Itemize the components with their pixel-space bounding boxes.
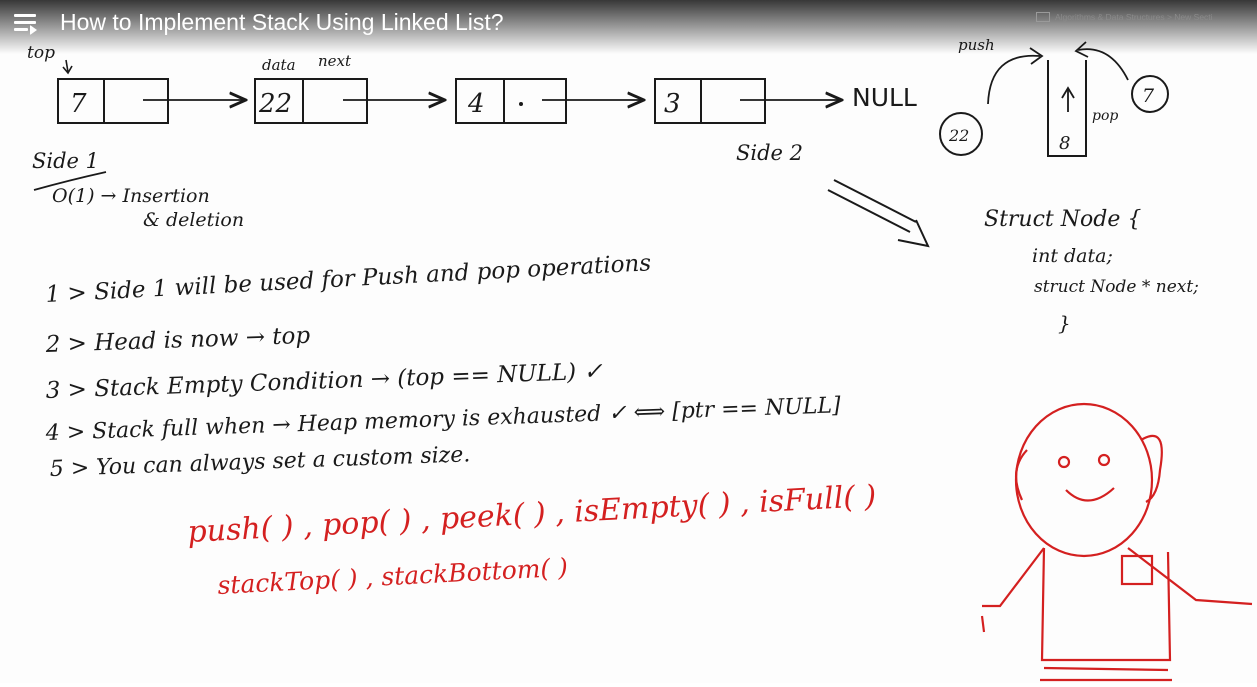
struct-node-code: Struct Node { int data; struct Node * ne… [984,207,1199,335]
mini-stack-diagram: push 8 pop 22 7 [939,36,1169,157]
note-item: 4 > Stack full when → Heap memory is exh… [44,393,841,446]
breadcrumb-text: Algorithms & Data Structures > New Secti [1055,12,1213,22]
note-item: 3 > Stack Empty Condition → (top == NULL… [45,359,603,404]
side-2-label: Side 2 [736,141,803,165]
left-circle-value: 22 [948,126,969,145]
node-data-value: 3 [664,89,681,119]
video-title-bar: How to Implement Stack Using Linked List… [0,0,1257,54]
folder-icon [1036,12,1050,22]
struct-line: Struct Node { [984,207,1141,232]
complexity-line-2: & deletion [143,209,244,231]
pointer-arrow-to-struct [827,179,930,248]
doodle-character [980,402,1253,682]
pop-label: pop [1092,108,1118,124]
linked-list-node: 22 [254,78,368,124]
complexity-line-1: O(1) → Insertion [52,185,210,207]
next-field-label: next [318,52,352,70]
node-data-value: 4 [467,89,485,119]
functions-line-1: push( ) , pop( ) , peek( ) , isEmpty( ) … [187,479,878,550]
data-field-label: data [262,56,296,74]
side-1-underline [33,171,107,191]
node-data-value: 7 [70,89,87,119]
stack-value: 8 [1059,133,1070,154]
note-item: 5 > You can always set a custom size. [49,442,470,482]
functions-line-2: stackTop( ) , stackBottom( ) [217,553,569,600]
null-label: NULL [852,83,917,112]
struct-line: int data; [1032,245,1113,267]
side-1-label: Side 1 [32,149,99,173]
video-title[interactable]: How to Implement Stack Using Linked List… [60,9,504,35]
note-item: 1 > Side 1 will be used for Push and pop… [45,250,652,308]
hamburger-playlist-icon[interactable] [14,14,40,36]
note-item: 2 > Head is now → top [44,323,310,358]
linked-list-node: 3 [654,78,766,124]
linked-list-node: 4 [455,78,567,124]
right-circle-value: 7 [1142,85,1155,107]
struct-line: } [1058,311,1071,335]
notes-list: 1 > Side 1 will be used for Push and pop… [44,250,841,482]
node-data-value: 22 [258,89,292,119]
breadcrumb: Algorithms & Data Structures > New Secti [1036,8,1248,26]
top-pointer-arrow [62,59,73,75]
linked-list-node: 7 [57,78,169,124]
struct-line: struct Node * next; [1034,277,1199,297]
